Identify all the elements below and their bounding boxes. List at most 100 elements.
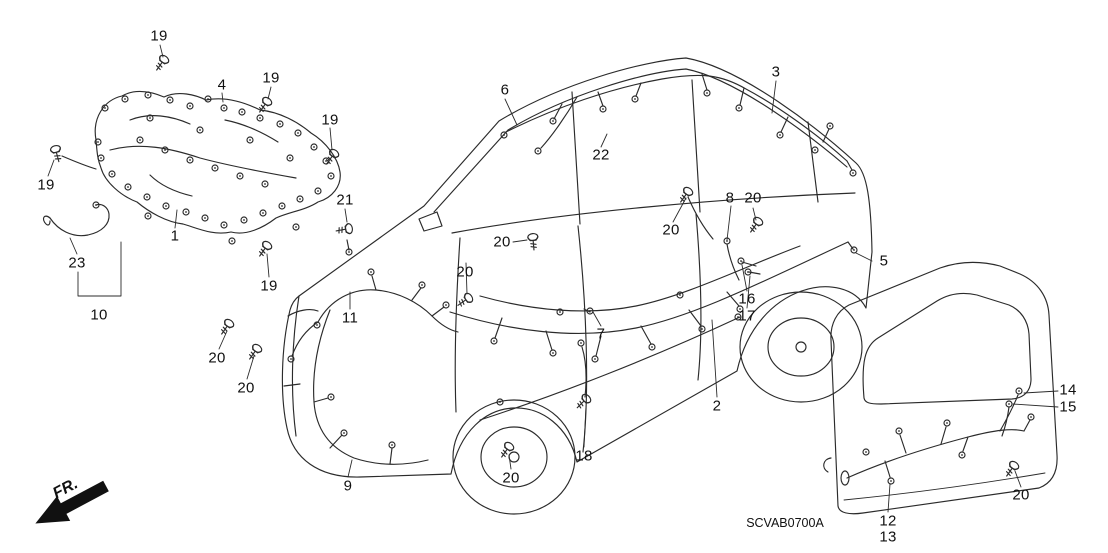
connector-icon (220, 221, 228, 229)
leader-line (504, 98, 518, 126)
bolt-icon (49, 144, 62, 163)
connector-icon (811, 146, 819, 154)
callout-4: 4 (217, 76, 227, 94)
leader-line (583, 405, 587, 448)
connector-icon (577, 339, 585, 347)
callout-20: 20 (208, 349, 226, 367)
connector-icon (286, 154, 294, 162)
leader-line (771, 80, 777, 114)
connector-icon (240, 216, 248, 224)
diagram-code: SCVAB0700A (746, 516, 824, 530)
connector-icon (698, 325, 706, 333)
connector-icon (310, 143, 318, 151)
callout-5: 5 (879, 252, 889, 270)
callout-11: 11 (341, 309, 359, 327)
connector-icon (1005, 400, 1013, 408)
leader-line (347, 459, 353, 478)
connector-icon (296, 195, 304, 203)
leader-line (600, 133, 608, 148)
connector-icon (220, 104, 228, 112)
connector-icon (108, 170, 116, 178)
callout-20: 20 (744, 189, 762, 207)
callout-6: 6 (500, 81, 510, 99)
connector-icon (500, 131, 508, 139)
connector-icon (182, 208, 190, 216)
leader-line (592, 311, 602, 327)
callout-16: 16 (738, 290, 756, 308)
leader-line (1012, 403, 1059, 408)
door-harness (840, 394, 1031, 486)
leader-line (672, 197, 687, 223)
connector-icon (292, 223, 300, 231)
leader-lines (47, 44, 1059, 513)
leader-line (266, 253, 270, 278)
connector-icon (146, 114, 154, 122)
connector-icon (734, 313, 742, 321)
bolt-icon (1005, 460, 1020, 477)
leader-line (887, 483, 891, 513)
callout-14: 14 (1059, 381, 1077, 399)
bolt-icon (248, 343, 263, 360)
leader-line (746, 275, 751, 309)
callout-21: 21 (336, 191, 354, 209)
leader-line (465, 262, 468, 295)
connector-icon (259, 209, 267, 217)
connector-icon (549, 349, 557, 357)
rear-door-panel (823, 261, 1058, 515)
connector-icon (586, 307, 594, 315)
connector-icon (735, 104, 743, 112)
connector-icon (276, 120, 284, 128)
connector-icon (166, 96, 174, 104)
connector-icon (1015, 387, 1023, 395)
leader-line (344, 208, 348, 223)
connector-icon (850, 246, 858, 254)
callout-12: 12 (879, 512, 897, 530)
connector-icon (737, 257, 745, 265)
connector-icon (826, 122, 834, 130)
connector-icon (204, 95, 212, 103)
bolt-icon (220, 318, 235, 335)
connector-icon (943, 419, 951, 427)
sub-cord-and-bracket (42, 203, 122, 297)
connector-icon (744, 268, 752, 276)
bolt-icon (500, 441, 515, 458)
connector-icon (723, 237, 731, 245)
callout-19: 19 (150, 27, 168, 45)
connector-icon (549, 117, 557, 125)
leader-line (218, 330, 228, 350)
leader-line (512, 239, 528, 243)
leader-line (855, 252, 873, 262)
leader-line (69, 237, 78, 255)
leader-line (1014, 470, 1022, 488)
connector-icon (161, 146, 169, 154)
connector-icon (887, 477, 895, 485)
callout-7: 7 (596, 325, 606, 343)
leader-line (508, 454, 512, 470)
bolt-icon (679, 186, 694, 203)
callout-18: 18 (575, 447, 593, 465)
callout-3: 3 (771, 63, 781, 81)
bolt-icon (527, 233, 539, 251)
callout-22: 22 (592, 146, 610, 164)
callout-9: 9 (343, 477, 353, 495)
connector-icon (490, 337, 498, 345)
connector-icon (211, 164, 219, 172)
connector-icon (228, 237, 236, 245)
callout-8: 8 (725, 189, 735, 207)
floor-harness (449, 196, 854, 421)
callout-20: 20 (493, 233, 511, 251)
callout-13: 13 (879, 528, 897, 546)
connector-icon (144, 91, 152, 99)
leader-line (1023, 390, 1059, 394)
connector-icon (278, 202, 286, 210)
bolt-icon (258, 240, 273, 257)
connector-icon (327, 393, 335, 401)
leader-line (47, 159, 55, 177)
connector-icon (313, 321, 321, 329)
connector-icon (314, 187, 322, 195)
connector-icon (591, 355, 599, 363)
connector-icon (256, 114, 264, 122)
connector-icon (201, 214, 209, 222)
connector-icon (124, 183, 132, 191)
